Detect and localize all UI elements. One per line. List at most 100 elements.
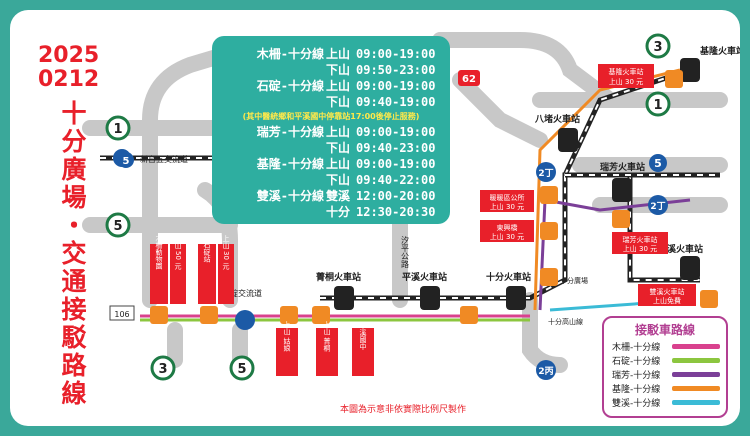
station-label-shuangxi: 雙溪火車站 <box>658 243 703 255</box>
svg-text:石碇站: 石碇站 <box>203 242 211 264</box>
title-char: 廣 <box>61 155 87 184</box>
bus-stop-icon[interactable] <box>280 306 298 324</box>
svg-text:木柵動物園: 木柵動物園 <box>155 234 163 271</box>
title-char: 路 <box>61 351 87 380</box>
road-labels: 新台五交流道 石碇交流道 汐平公路 106 十分廣場 十分高山線 <box>109 154 588 326</box>
footnote: 本圖為示意非依實際比例尺製作 <box>340 405 467 415</box>
badu-station-icon[interactable] <box>558 128 578 152</box>
label-shifen-square: 十分廣場 <box>560 276 588 285</box>
bus-stop-icon[interactable] <box>150 306 168 324</box>
interchange-icon <box>235 310 255 330</box>
svg-text:62: 62 <box>462 74 476 85</box>
legend-item: 基隆-十分線 <box>612 382 722 395</box>
legend-item: 雙溪-十分線 <box>612 396 722 409</box>
svg-text:3: 3 <box>158 362 167 377</box>
station-icons <box>334 58 700 310</box>
tag-shiding-price: 上山 30 元 <box>218 234 234 304</box>
bus-stop-icon[interactable] <box>460 306 478 324</box>
keelung-station-icon[interactable] <box>680 58 700 82</box>
svg-text:上山 50 元: 上山 50 元 <box>174 234 182 270</box>
shuangxi-station-icon[interactable] <box>680 256 700 280</box>
bus-stop-icon[interactable] <box>540 222 558 240</box>
svg-text:5: 5 <box>113 219 122 234</box>
route-legend: 接駁車路線 木柵-十分線 石碇-十分線 瑞芳-十分線 基隆-十分線 雙溪-十分線 <box>602 316 728 418</box>
station-label-jingtong: 菁桐火車站 <box>316 271 361 283</box>
station-label-ruifang: 瑞芳火車站 <box>600 161 645 173</box>
bus-stop-icon[interactable] <box>200 306 218 324</box>
highway-a <box>142 42 248 308</box>
svg-text:上山 30 元: 上山 30 元 <box>490 232 524 241</box>
bus-stop-icon[interactable] <box>665 70 683 88</box>
svg-text:瑞芳火車站: 瑞芳火車站 <box>623 235 658 244</box>
route-badge-5-bottom: 5 <box>229 355 255 381</box>
svg-text:3: 3 <box>653 40 662 55</box>
svg-text:2丁: 2丁 <box>538 168 553 179</box>
legend-title: 接駁車路線 <box>634 323 695 337</box>
svg-text:1: 1 <box>113 122 122 137</box>
svg-text:暖暖區公所: 暖暖區公所 <box>490 193 525 202</box>
map-card: 1 5 5 3 5 3 1 5 62 2丁 2丁 2丙 基隆火車站 八堵火車站 … <box>10 10 740 426</box>
tag-pingxi: 平溪國中 <box>352 322 374 376</box>
label-shifen-school: 十分高山線 <box>548 317 583 326</box>
route-badge-62: 62 <box>458 70 480 86</box>
bus-stop-icon[interactable] <box>700 290 718 308</box>
legend-item: 木柵-十分線 <box>612 340 722 353</box>
route-badge-2bing: 2丙 <box>536 360 556 380</box>
jingtong-station-icon[interactable] <box>334 286 354 310</box>
bus-stop-icon[interactable] <box>612 210 630 228</box>
bus-stop-icon[interactable] <box>312 306 330 324</box>
ruifang-station-icon[interactable] <box>612 178 632 202</box>
title-char: 接 <box>61 295 87 324</box>
date-year: 2025 <box>38 43 100 68</box>
title-char: 十 <box>61 99 87 128</box>
station-label-badu: 八堵火車站 <box>534 113 580 125</box>
route-badge-2ding-b: 2丁 <box>648 195 668 215</box>
tag-jingtong: 上山 菁桐 <box>316 320 338 376</box>
tag-muzha: 木柵動物園 <box>150 234 168 304</box>
svg-text:上山 30 元: 上山 30 元 <box>490 202 524 211</box>
highway-top-right <box>432 32 618 108</box>
station-labels: 基隆火車站 八堵火車站 瑞芳火車站 雙溪火車站 菁桐火車站 平溪火車站 十分火車… <box>316 45 740 283</box>
route-badge-1-left: 1 <box>105 115 131 141</box>
title-char: 交 <box>61 239 87 268</box>
svg-text:5: 5 <box>237 362 246 377</box>
svg-text:上山 30 元: 上山 30 元 <box>609 77 643 86</box>
bus-stop-icons <box>150 70 718 324</box>
pingxi-station-icon[interactable] <box>420 286 440 310</box>
tag-gutin: 上山 姑娘 <box>276 320 298 376</box>
svg-text:東興橋: 東興橋 <box>497 223 518 232</box>
shifen-station-icon[interactable] <box>506 286 526 310</box>
route-badges: 1 5 5 3 5 3 1 5 62 2丁 2丁 2丙 <box>105 33 671 381</box>
route-ruifang <box>538 198 691 311</box>
svg-text:平溪國中: 平溪國中 <box>359 322 367 351</box>
tag-shiding: 石碇站 <box>198 242 216 304</box>
date-day: 0212 <box>38 67 100 92</box>
station-label-shifen: 十分火車站 <box>486 271 531 283</box>
tag-muzha-price: 上山 50 元 <box>170 234 186 304</box>
label-106: 106 <box>114 310 129 319</box>
legend-item: 瑞芳-十分線 <box>612 368 722 381</box>
schedule-note: (其中醫統鄉和平溪國中停靠站17:00後停止服務) <box>242 112 420 121</box>
page-title: 十 分 廣 場 ・ 交 通 接 駁 路 線 <box>60 100 88 408</box>
date-label: 2025 0212 <box>38 44 99 92</box>
route-badge-5-left: 5 <box>105 212 131 238</box>
route-badge-1-right: 1 <box>645 91 671 117</box>
title-char: 場 <box>61 183 87 212</box>
bus-stop-icon[interactable] <box>540 186 558 204</box>
svg-text:上山 菁桐: 上山 菁桐 <box>323 320 331 351</box>
bus-stop-icon[interactable] <box>540 268 558 286</box>
